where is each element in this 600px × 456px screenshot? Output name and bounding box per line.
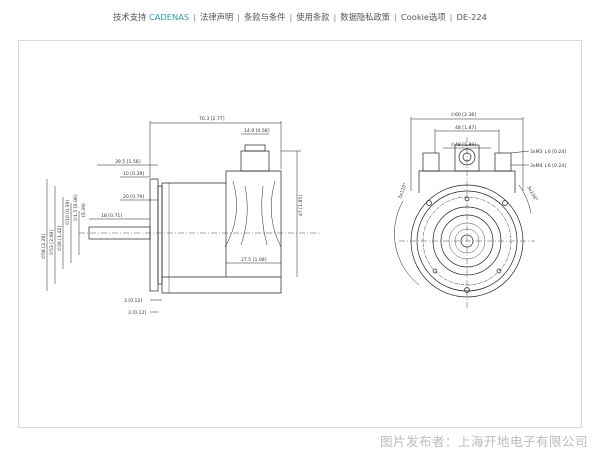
dim-label: ∅48 [1.89]: [451, 142, 476, 148]
mount-hole: [432, 268, 438, 274]
dim-label: ∅10 [0.39]: [65, 200, 71, 225]
nav-separator: |: [449, 12, 453, 22]
mount-hole: [496, 268, 502, 274]
dim-label: 27.5 [1.08]: [241, 257, 267, 263]
dim-label: ∅58 [2.28]: [41, 234, 47, 259]
dim-label: 70.3 [2.77]: [199, 116, 225, 122]
dim-label: 3x120°: [397, 182, 408, 200]
nav-link-privacy[interactable]: 数据隐私政策: [340, 12, 391, 22]
dim-label: ∅60 [2.36]: [451, 112, 476, 118]
nav-link-terms-of-use[interactable]: 使用条款: [296, 12, 330, 22]
top-navigation: 技术支持 CADENAS|法律声明|条款与条件|使用条款|数据隐私政策|Cook…: [0, 0, 600, 30]
dim-label: 48 [1.87]: [455, 125, 476, 131]
nav-separator: |: [333, 12, 337, 22]
technical-drawing: 70.3 [2.77] 14.9 [0.58] 39.5 [1.56] 10 […: [41, 112, 566, 316]
dim-label: 3xM4 ↓6 [0.24]: [530, 163, 566, 169]
nav-separator: |: [394, 12, 397, 22]
connector-curves: [224, 180, 282, 248]
dim-label: 39.5 [1.56]: [115, 159, 141, 165]
drawing-frame: 70.3 [2.77] 14.9 [0.58] 39.5 [1.56] 10 […: [18, 40, 582, 428]
dim-label: ∅1.5 [0.06]: [73, 194, 79, 221]
nav-link-de224[interactable]: DE-224: [456, 12, 487, 22]
nav-links: 技术支持 CADENAS|法律声明|条款与条件|使用条款|数据隐私政策|Cook…: [0, 11, 600, 23]
dim-label: 3 [0.12]: [128, 310, 146, 316]
connector-nut: [244, 144, 266, 152]
front-view: [394, 117, 535, 309]
nav-separator: |: [193, 12, 196, 22]
side-boss: [494, 152, 512, 172]
mount-hole: [502, 200, 508, 206]
connector: [240, 150, 270, 172]
dimension-lines: [46, 121, 301, 313]
dim-label: 3 [0.12]: [124, 298, 142, 304]
dim-label: 10 [0.39]: [123, 171, 144, 177]
side-boss: [422, 152, 440, 172]
dim-label: 3xM3 ↓6 [0.24]: [530, 149, 566, 155]
flange-step: [157, 185, 163, 285]
side-view: [46, 121, 319, 313]
nav-link-cadenas[interactable]: CADENAS: [148, 12, 190, 22]
nav-link-terms-conditions[interactable]: 条款与条件: [243, 12, 286, 22]
dim-label: (0.39): [81, 203, 87, 217]
dim-label: 14.9 [0.58]: [244, 128, 270, 134]
dim-label: 20 [0.79]: [123, 194, 144, 200]
publisher-credit: 图片发布者：上海开地电子有限公司: [379, 434, 588, 449]
encoder-body: [161, 170, 282, 294]
dimension-lines: [394, 117, 532, 286]
nav-link-legal[interactable]: 法律声明: [199, 12, 234, 22]
nav-separator: |: [237, 12, 240, 22]
mount-hole: [426, 200, 432, 206]
nav-separator: |: [289, 12, 293, 22]
flange: [149, 178, 159, 292]
nav-link-cookie[interactable]: Cookie选项: [400, 12, 446, 22]
nav-link-support[interactable]: 技术支持: [113, 12, 147, 22]
dim-label: ∅36 [1.42]: [57, 226, 63, 251]
dim-label: 18 [0.71]: [101, 213, 122, 219]
dim-label: ∅53 [2.09]: [49, 230, 55, 255]
dim-label: 47 [1.85]: [298, 195, 304, 216]
